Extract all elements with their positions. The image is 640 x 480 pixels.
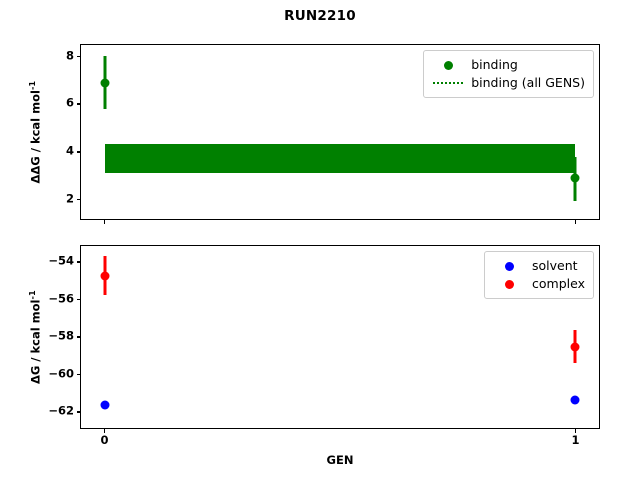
legend-label: complex xyxy=(532,276,585,292)
top-panel-axes: ΔΔG / kcal mol-1 2 4 6 8 binding binding (al… xyxy=(27,44,600,224)
legend-dotted-line-icon xyxy=(433,82,464,85)
y-tick-label: 6 xyxy=(65,95,74,110)
y-tick xyxy=(76,198,81,201)
y-tick-label: 8 xyxy=(65,47,74,62)
bottom-panel-legend[interactable]: solvent complex xyxy=(484,251,594,300)
legend-item[interactable]: binding (all GENS) xyxy=(431,74,585,92)
bottom-panel-plot-area xyxy=(81,246,599,428)
y-tick-label: −62 xyxy=(48,403,74,418)
legend-label: binding (all GENS) xyxy=(471,75,585,91)
y-tick xyxy=(76,373,81,376)
y-tick-label: 4 xyxy=(65,143,74,158)
legend-dot-icon xyxy=(504,261,514,271)
bottom-panel-axes: ΔG / kcal mol-1 −54 −56 −58 −60 −62 0 1 GEN s… xyxy=(27,245,600,467)
legend-marker-key xyxy=(492,261,526,271)
legend-dot-icon xyxy=(504,279,514,289)
binding-all-gens-band xyxy=(104,143,576,173)
data-point-marker[interactable] xyxy=(570,395,580,405)
top-panel-legend[interactable]: binding binding (all GENS) xyxy=(423,50,594,99)
data-point-marker[interactable] xyxy=(100,271,110,281)
y-tick-label: 2 xyxy=(65,190,74,205)
data-point-marker[interactable] xyxy=(100,78,110,88)
legend-item[interactable]: solvent xyxy=(492,257,585,275)
x-tick xyxy=(103,219,106,224)
legend-label: solvent xyxy=(532,258,578,273)
legend-marker-key xyxy=(431,60,465,70)
y-tick-label: −56 xyxy=(48,290,74,305)
y-tick xyxy=(76,336,81,338)
x-tick xyxy=(103,428,106,433)
legend-line-key xyxy=(431,82,465,85)
data-point-marker[interactable] xyxy=(570,342,580,352)
data-point-marker[interactable] xyxy=(570,173,580,183)
y-tick xyxy=(76,261,81,263)
legend-label: binding xyxy=(471,57,518,72)
y-tick-label: −58 xyxy=(48,328,74,343)
x-tick xyxy=(574,428,577,433)
data-point-marker[interactable] xyxy=(100,400,110,410)
x-tick-label: 1 xyxy=(571,433,580,447)
bottom-panel-ylabel: ΔG / kcal mol-1 xyxy=(26,290,43,385)
y-tick xyxy=(76,151,81,153)
top-panel-plot-area xyxy=(81,45,599,219)
top-panel-ylabel: ΔΔG / kcal mol-1 xyxy=(26,80,43,184)
x-tick xyxy=(574,219,577,224)
legend-item[interactable]: binding xyxy=(431,56,585,74)
x-axis-label: GEN xyxy=(326,453,354,467)
legend-item[interactable]: complex xyxy=(492,275,585,293)
y-tick-label: −60 xyxy=(48,365,74,380)
y-tick xyxy=(76,103,81,105)
page-title: RUN2210 xyxy=(284,8,356,24)
legend-dot-icon xyxy=(443,60,453,70)
y-tick xyxy=(76,298,81,301)
legend-marker-key xyxy=(492,279,526,289)
y-tick xyxy=(76,411,81,413)
y-tick-label: −54 xyxy=(48,253,74,268)
y-tick xyxy=(76,55,81,58)
x-tick-label: 0 xyxy=(100,433,109,447)
